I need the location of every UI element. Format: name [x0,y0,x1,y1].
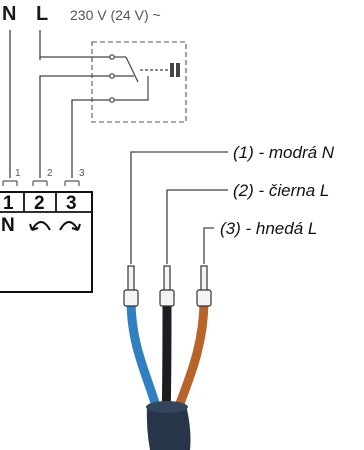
terminal-wires [39,75,110,178]
common-contact [109,54,115,60]
wire-label-3: (3) - hnedá L [220,219,317,238]
leader-3 [203,227,214,264]
terminal-clamps [2,180,80,186]
voltage-label: 230 V (24 V) ~ [70,7,161,23]
terminal-block: 1 2 3 N [0,191,93,293]
ferrule-1-sleeve [123,289,139,307]
cable-sheath-end [146,401,188,413]
terminal-block-outline [0,191,93,293]
terminal-neutral-mark: N [1,215,15,236]
lower-lead [114,76,149,101]
cable-sheath [146,405,191,450]
counterclockwise-arrow-icon [31,221,51,231]
leader-2 [166,189,228,264]
lower-contact [109,97,115,103]
ferrule-2-sleeve [159,289,175,307]
live-wire [39,30,110,58]
terminal-box-3: 3 [66,193,77,214]
supply-lines [9,30,110,178]
live-label: L [36,3,48,25]
coil [170,63,174,77]
ferrule-3-tip [200,265,208,293]
ferrule-2-tip [163,265,171,293]
terminal-3-small-label: 3 [79,168,85,179]
wire-label-1: (1) - modrá N [233,143,335,162]
switch-arm [125,56,139,83]
relay-contacts [109,54,180,103]
wire-to-terminal-2 [39,75,110,178]
ferrule-1-tip [127,265,135,293]
upper-contact [109,73,115,79]
relay-box [91,41,187,123]
terminal-box-2: 2 [34,193,45,214]
neutral-label: N [2,3,16,25]
clockwise-arrow-icon [59,221,79,231]
leader-1 [130,151,228,264]
clockwise-arrowhead-icon [71,223,81,231]
ferrules [123,265,212,307]
wire-to-terminal-3 [71,99,110,178]
wire-label-2: (2) - čierna L [233,181,329,200]
ferrule-3-sleeve [196,289,212,307]
rotation-arrows [29,221,81,231]
counterclockwise-arrowhead-icon [29,223,39,231]
coil-2 [176,63,180,77]
terminal-1-small-label: 1 [15,168,21,179]
terminal-box-1: 1 [3,193,14,214]
leader-lines [130,151,228,264]
terminal-2-small-label: 2 [47,168,53,179]
